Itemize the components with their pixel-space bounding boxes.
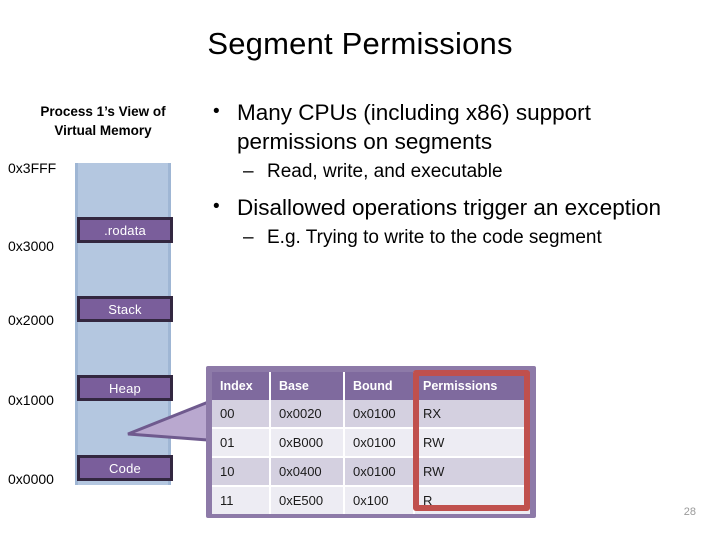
cell-permissions: R (414, 486, 530, 514)
bullet-item-1: Many CPUs (including x86) support permis… (205, 97, 710, 156)
diagram-heading-line-2: Virtual Memory (54, 123, 152, 138)
address-label-0x1000: 0x1000 (8, 392, 54, 408)
diagram-heading: Process 1’s View of Virtual Memory (8, 102, 198, 140)
cell-index: 00 (212, 400, 271, 429)
memory-segment-stack: Stack (77, 296, 173, 322)
segment-table-container: Index Base Bound Permissions 00 0x0020 0… (206, 366, 536, 518)
diagram-heading-line-1: Process 1’s View of (40, 104, 166, 119)
bullet-item-1-sub-1: Read, write, and executable (205, 159, 710, 185)
memory-segment-heap: Heap (77, 375, 173, 401)
cell-bound: 0x0100 (344, 457, 415, 487)
memory-segment-rodata: .rodata (77, 217, 173, 243)
table-header-base: Base (270, 372, 345, 400)
table-row: 01 0xB000 0x0100 RW (212, 428, 530, 458)
address-label-0x0000: 0x0000 (8, 471, 54, 487)
segment-table: Index Base Bound Permissions 00 0x0020 0… (212, 372, 530, 514)
table-header-bound: Bound (344, 372, 415, 400)
cell-base: 0x0020 (270, 400, 345, 429)
table-header-permissions: Permissions (414, 372, 530, 400)
cell-index: 01 (212, 428, 271, 458)
page-number: 28 (683, 506, 696, 518)
cell-base: 0xB000 (270, 428, 345, 458)
table-header-index: Index (212, 372, 271, 400)
cell-bound: 0x100 (344, 486, 415, 514)
address-label-0x3fff: 0x3FFF (8, 160, 57, 176)
cell-bound: 0x0100 (344, 428, 415, 458)
table-row: 00 0x0020 0x0100 RX (212, 400, 530, 429)
table-header-row: Index Base Bound Permissions (212, 372, 530, 400)
cell-index: 10 (212, 457, 271, 487)
table-row: 10 0x0400 0x0100 RW (212, 457, 530, 487)
address-label-0x3000: 0x3000 (8, 238, 54, 254)
table-row: 11 0xE500 0x100 R (212, 486, 530, 514)
cell-permissions: RX (414, 400, 530, 429)
address-label-0x2000: 0x2000 (8, 312, 54, 328)
memory-segment-code: Code (77, 455, 173, 481)
cell-base: 0x0400 (270, 457, 345, 487)
cell-permissions: RW (414, 428, 530, 458)
page-title: Segment Permissions (207, 26, 513, 61)
virtual-memory-column: .rodata Stack Heap Code (75, 163, 173, 485)
bullet-list: Many CPUs (including x86) support permis… (205, 97, 710, 259)
cell-permissions: RW (414, 457, 530, 487)
bullet-item-2-sub-1: E.g. Trying to write to the code segment (205, 225, 710, 251)
cell-bound: 0x0100 (344, 400, 415, 429)
cell-index: 11 (212, 486, 271, 514)
cell-base: 0xE500 (270, 486, 345, 514)
bullet-item-2: Disallowed operations trigger an excepti… (205, 192, 710, 222)
